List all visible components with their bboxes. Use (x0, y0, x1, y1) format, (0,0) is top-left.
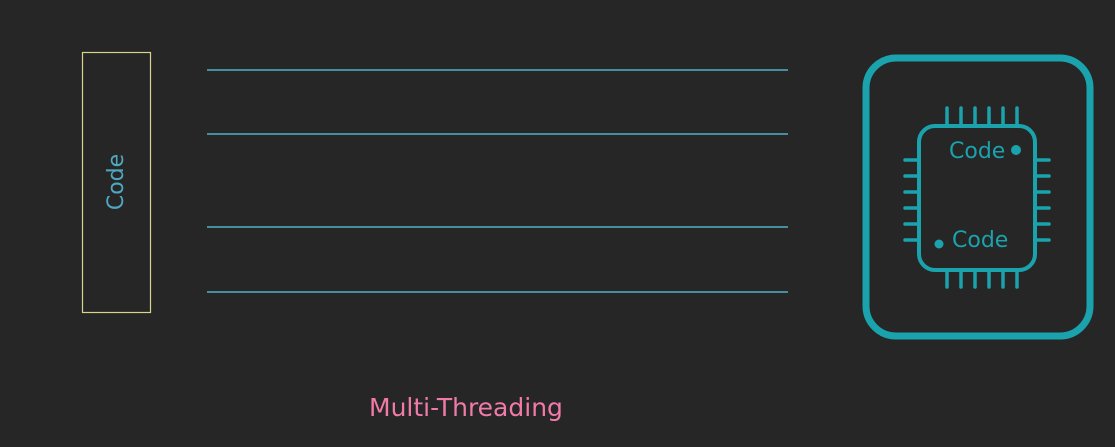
chip-dot-top (1011, 145, 1021, 155)
chip-outer-frame (862, 54, 1094, 340)
chip-label-bottom: Code (952, 228, 1008, 253)
thread-lines (207, 69, 788, 293)
code-box-border (81, 51, 152, 314)
chip-dot-bottom (934, 239, 944, 249)
cpu-chip-icon: Code Code (862, 54, 1094, 340)
diagram-caption: Multi-Threading (369, 393, 563, 422)
code-box: Code (81, 51, 152, 314)
chip-label-top: Code (949, 139, 1005, 164)
chip-body (917, 124, 1037, 272)
code-box-label: Code (104, 154, 129, 210)
chip-pins (903, 106, 1051, 289)
